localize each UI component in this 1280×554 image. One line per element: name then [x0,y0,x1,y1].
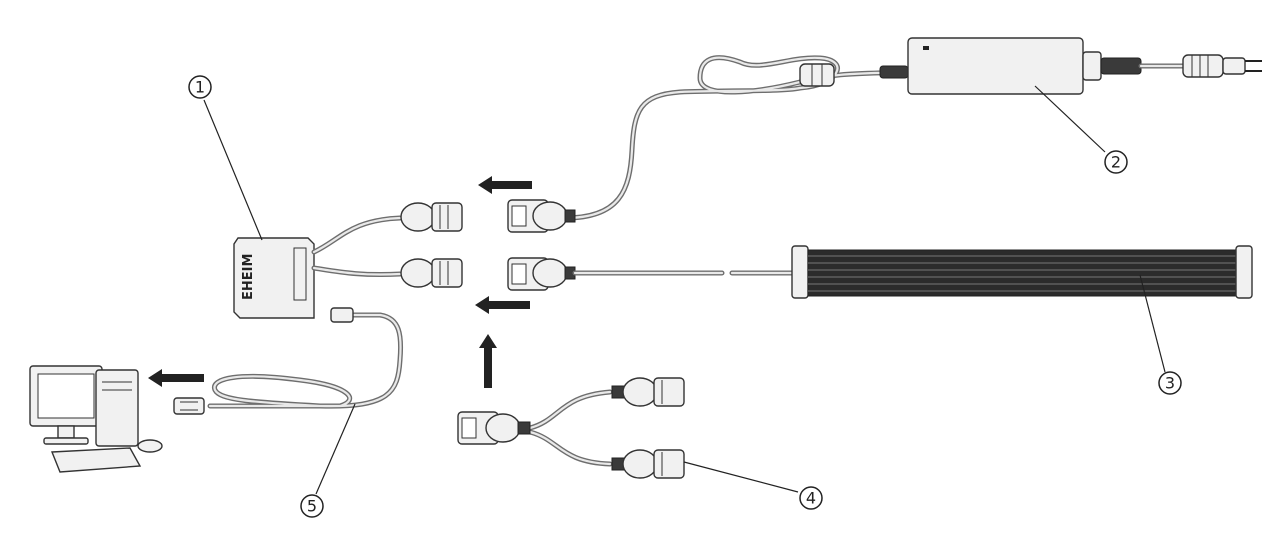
splitter-socket-bottom [611,449,685,479]
computer [29,365,163,473]
lamp-connector-plug [507,257,576,291]
controller-lamp-socket [400,258,463,288]
usb-mini-plug [330,307,354,323]
controller-unit: EHEIM [233,237,315,319]
led-lamp [791,245,1253,299]
arrow-left-icon [475,296,530,314]
controller-power-socket [400,202,463,232]
arrow-left-icon [148,369,204,387]
callout-3: 3 [1158,371,1182,395]
svg-text:3: 3 [1165,374,1175,393]
controller-power-cable [311,215,403,255]
callout-2: 2 [1104,150,1128,174]
callout-4: 4 [799,486,823,510]
leader-line [203,85,1166,495]
controller-lamp-cable [311,265,403,278]
splitter-cable [527,389,613,467]
power-connector-plug [507,199,576,233]
svg-text:4: 4 [806,489,816,508]
svg-text:1: 1 [195,78,205,97]
splitter-socket-top [611,377,685,407]
svg-text:EHEIM: EHEIM [241,254,256,300]
callout-5: 5 [300,494,324,518]
mains-plug [1182,54,1262,78]
svg-text:5: 5 [307,497,317,516]
cable-ferrite [799,63,909,87]
callout-1: 1 [188,75,212,99]
controller-logo: EHEIM [241,254,256,300]
svg-text:2: 2 [1111,153,1121,172]
arrow-left-icon [478,176,532,194]
usb-a-plug [173,397,205,415]
power-supply [907,37,1142,95]
arrow-up-icon [479,334,497,388]
splitter-plug [457,411,531,445]
usb-cable [207,312,404,409]
power-supply-cable [562,55,913,221]
